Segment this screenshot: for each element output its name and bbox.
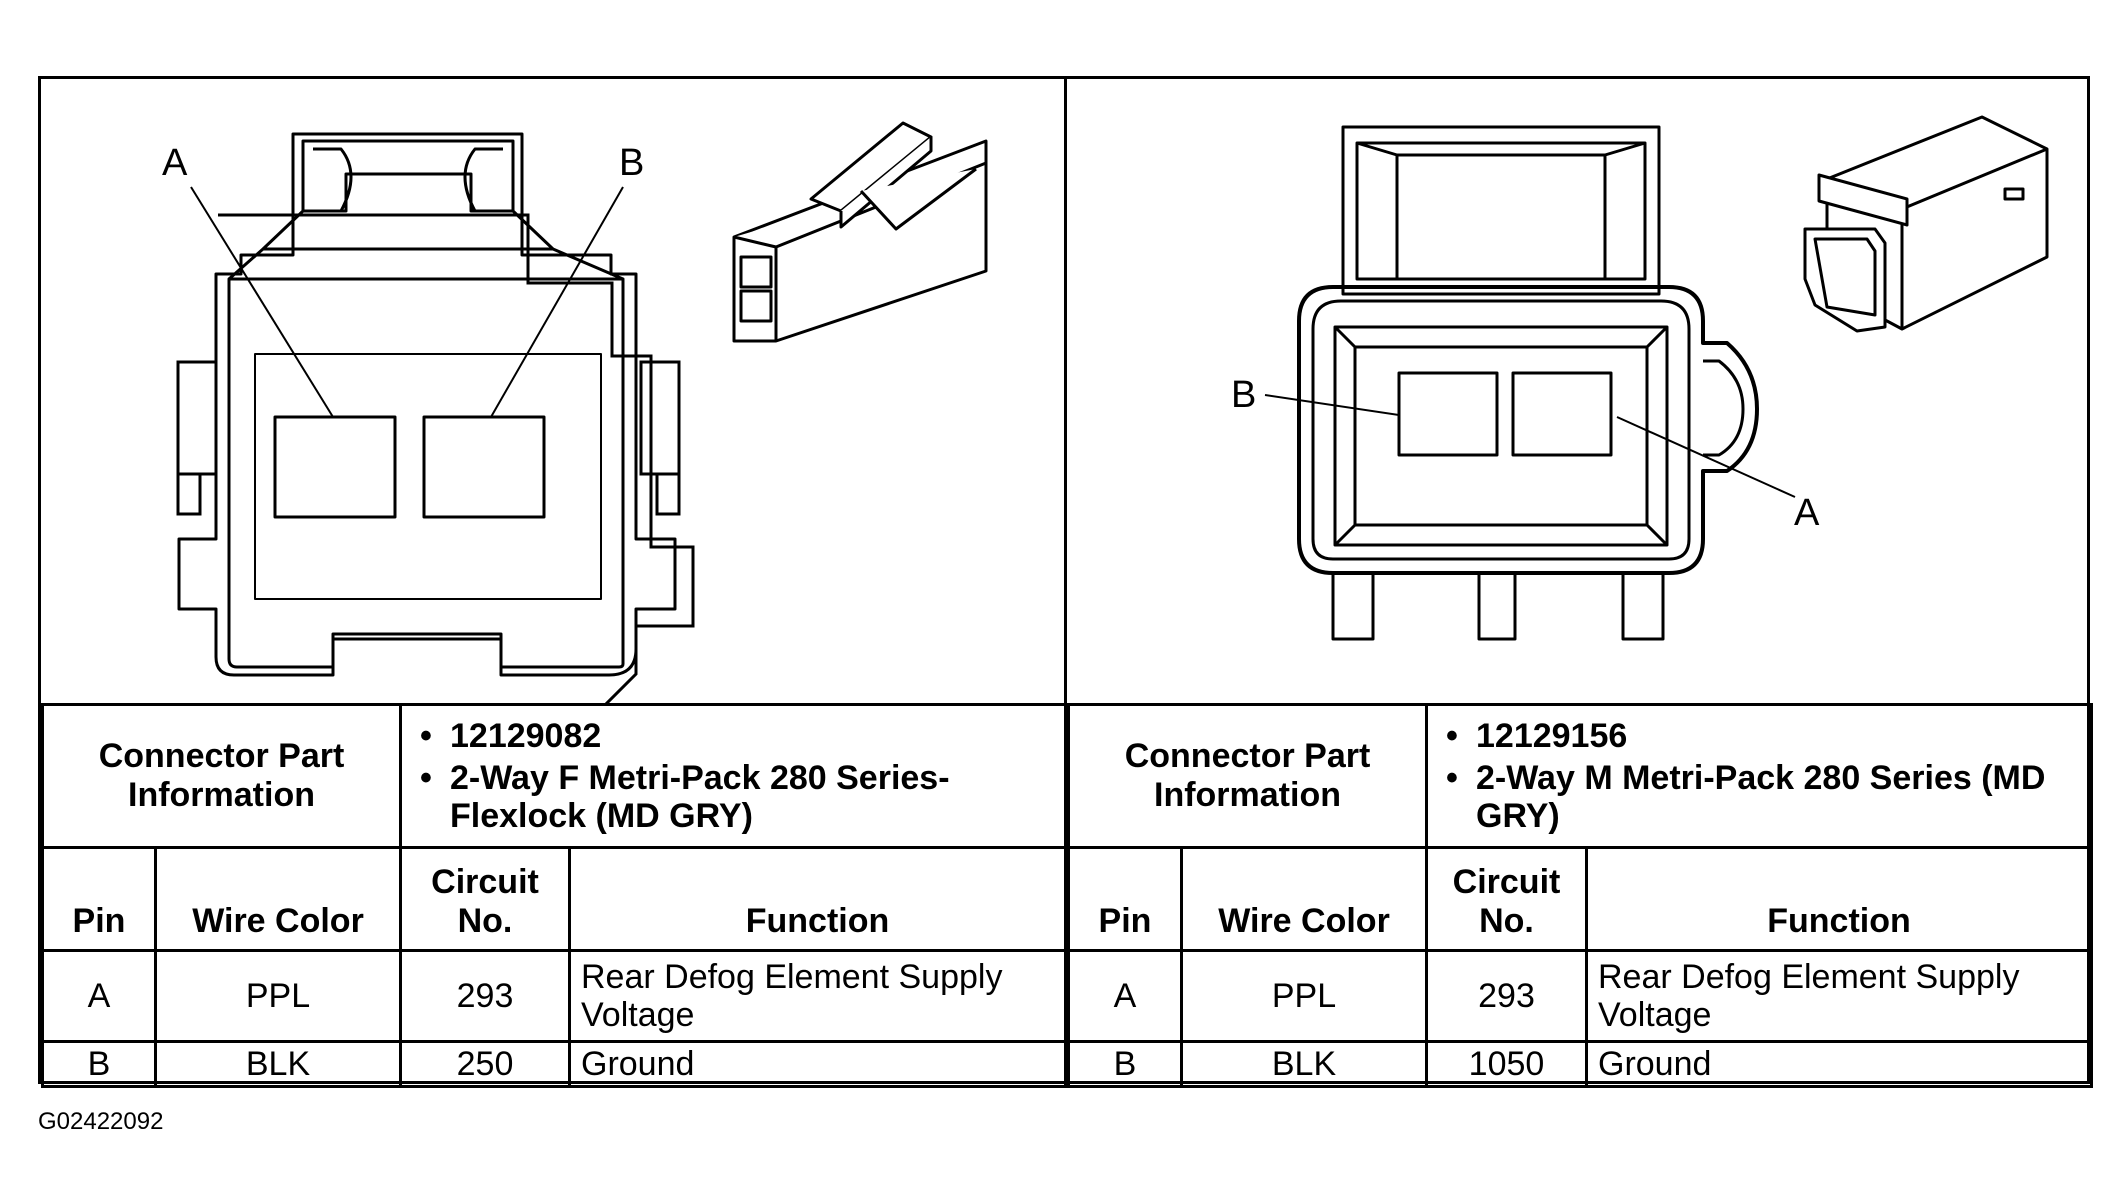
connector-part-info-label: Connector Part Information [41,703,402,849]
part-number-cell: 12129082 2-Way F Metri-Pack 280 Series-F… [398,703,1068,849]
pin-cell: A [41,949,157,1043]
figure-id: G02422092 [38,1108,164,1135]
part-number: 12129156 [1438,717,2080,755]
connector-part-info-label: Connector Part Information [1067,703,1428,849]
table-row: B BLK 250 Ground [41,1040,1068,1088]
callout-b-left: B [619,142,644,184]
part-description: 2-Way M Metri-Pack 280 Series (MD GRY) [1438,759,2080,835]
function-cell: Rear Defog Element Supply Voltage [567,949,1068,1043]
female-connector-icon [732,121,988,343]
female-connector-drawing: A B [162,121,988,703]
header-circuit: Circuit No. [399,846,571,952]
right-pinout-table: Connector Part Information 12129156 2-Wa… [1067,703,2093,1088]
part-number: 12129082 [412,717,1054,755]
pin-cell: B [41,1040,157,1088]
left-pinout-table: Connector Part Information 12129082 2-Wa… [41,703,1068,1088]
header-function: Function [567,846,1068,952]
circuit-cell: 1050 [1425,1040,1588,1088]
right-connector-panel: B A Connector Part Information 12129156 [1067,79,2093,1088]
table-row: B BLK 1050 Ground [1067,1040,2093,1088]
circuit-cell: 293 [399,949,571,1043]
wire-color-cell: PPL [1180,949,1428,1043]
callout-a-right: A [1794,492,1820,534]
table-row: A PPL 293 Rear Defog Element Supply Volt… [41,949,1068,1043]
header-circuit: Circuit No. [1425,846,1588,952]
function-cell: Rear Defog Element Supply Voltage [1585,949,2093,1043]
table-row: A PPL 293 Rear Defog Element Supply Volt… [1067,949,2093,1043]
function-cell: Ground [567,1040,1068,1088]
part-description: 2-Way F Metri-Pack 280 Series-Flexlock (… [412,759,1054,835]
circuit-cell: 293 [1425,949,1588,1043]
header-pin: Pin [1067,846,1183,952]
wire-color-cell: BLK [1180,1040,1428,1088]
part-number-cell: 12129156 2-Way M Metri-Pack 280 Series (… [1425,703,2093,849]
function-cell: Ground [1585,1040,2093,1088]
wire-color-cell: BLK [154,1040,402,1088]
diagram-frame: A B Connector Part Information 12129 [38,76,2093,1088]
pin-cell: B [1067,1040,1183,1088]
male-connector-drawing: B A [1231,115,2049,641]
circuit-cell: 250 [399,1040,571,1088]
male-connector-icon [1803,115,2049,333]
header-pin: Pin [41,846,157,952]
callout-b-right: B [1231,374,1256,416]
callout-a-left: A [162,142,188,184]
header-wire-color: Wire Color [1180,846,1428,952]
pin-cell: A [1067,949,1183,1043]
wire-color-cell: PPL [154,949,402,1043]
header-function: Function [1585,846,2093,952]
header-wire-color: Wire Color [154,846,402,952]
left-connector-panel: A B Connector Part Information 12129 [41,79,1068,1088]
